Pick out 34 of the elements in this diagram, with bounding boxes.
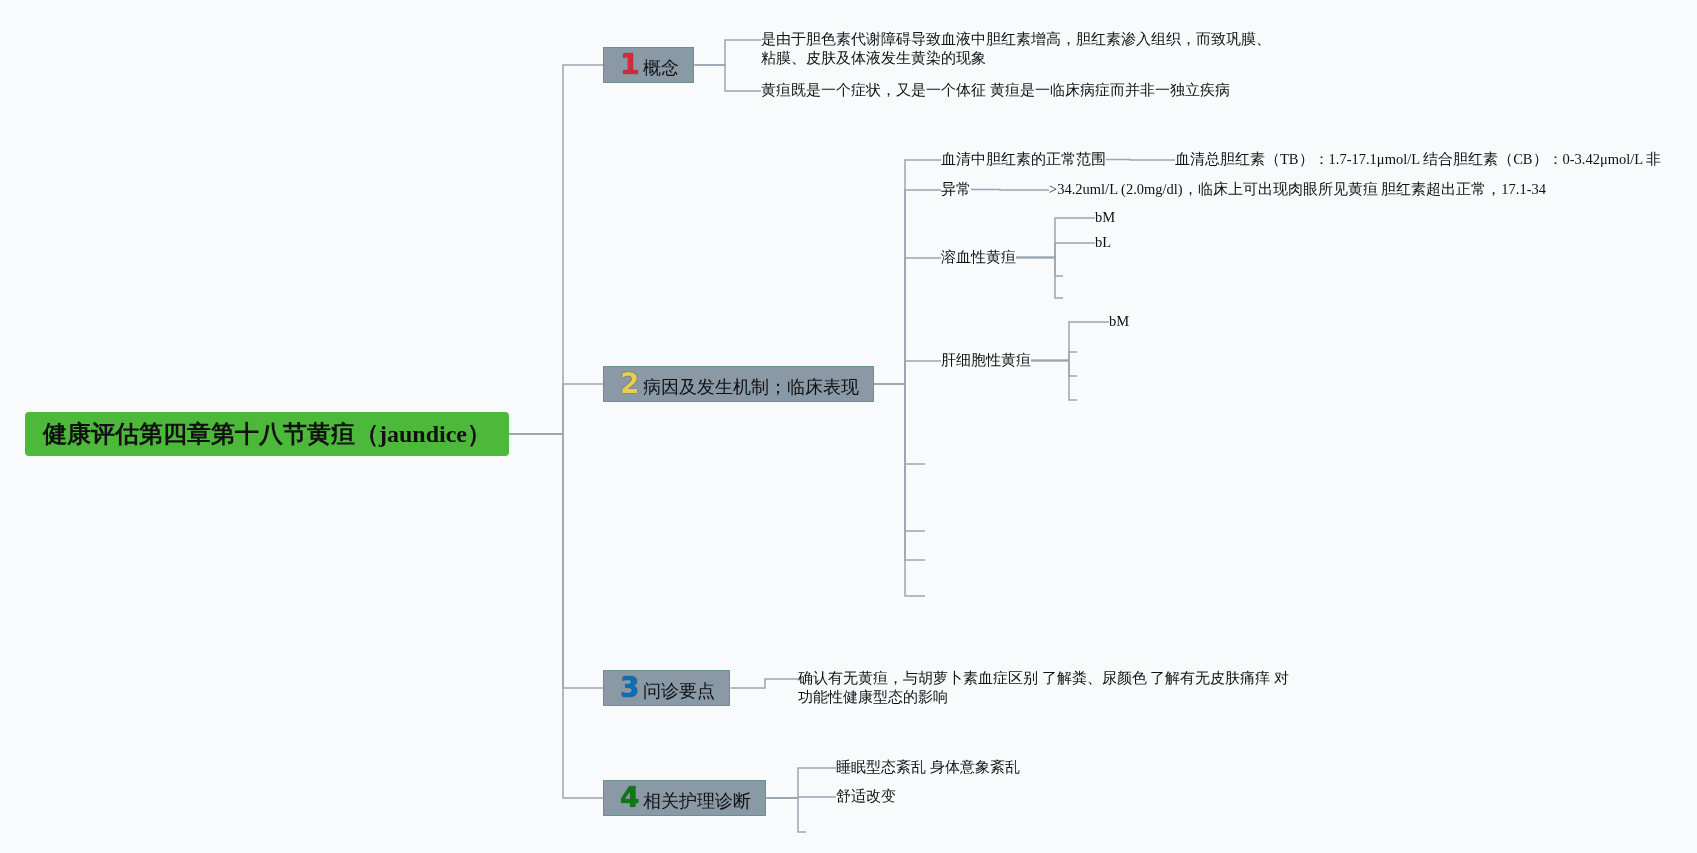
- connector-line: [729, 678, 799, 689]
- branch-text: >34.2uml/L (2.0mg/dl)，临床上可出现肉眼所见黄疸 胆红素超出正常，17.1-34: [1049, 180, 1547, 199]
- connector-line: [1105, 158, 1176, 161]
- topic-label: 问诊要点: [643, 680, 716, 701]
- branch-text: bL: [1095, 233, 1112, 252]
- branch-text: 是由于胆色素代谢障碍导致血液中胆红素增高，胆红素渗入组织，而致巩膜、粘膜、皮肤及体液发生黄染的现象: [761, 30, 1281, 68]
- number-marker: 1: [620, 48, 640, 81]
- branch-text: 血清中胆红素的正常范围: [941, 150, 1106, 169]
- number-marker: 4: [620, 781, 640, 814]
- topic-label: 相关护理诊断: [643, 790, 752, 811]
- connector-line: [1030, 359, 1078, 401]
- topic-box: [603, 780, 767, 816]
- branch-text: 肝细胞性黄疸: [941, 351, 1031, 370]
- branch-text: 溶血性黄疸: [941, 248, 1016, 267]
- topic-box: [603, 47, 695, 83]
- branch-text: 舒适改变: [836, 787, 896, 806]
- topic-box: [603, 670, 731, 706]
- number-marker: 2: [620, 367, 640, 400]
- topic-label: 概念: [643, 57, 680, 78]
- connector-line: [1015, 256, 1064, 299]
- branch-text: 确认有无黄疸，与胡萝卜素血症区别 了解粪、尿颜色 了解有无皮肤痛痒 对功能性健康型态的影响: [798, 669, 1303, 707]
- branch-text: 睡眠型态紊乱 身体意象紊乱: [836, 758, 1020, 777]
- topic-box: [603, 366, 875, 402]
- number-marker: 3: [620, 671, 640, 704]
- branch-text: 黄疸既是一个症状，又是一个体征 黄疸是一临床病症而并非一独立疾病: [761, 81, 1230, 100]
- topic-label: 病因及发生机制；临床表现: [643, 376, 860, 397]
- connector-line: [970, 188, 1050, 191]
- branch-text: bM: [1109, 312, 1130, 331]
- connector-line: [693, 64, 762, 92]
- central-topic: 健康评估第四章第十八节黄疸（jaundice）: [25, 412, 509, 456]
- branch-text: 血清总胆红素（TB）：1.7-17.1μmol/L 结合胆红素（CB）：0-3.42μmol/L 非: [1175, 150, 1662, 169]
- branch-text: 异常: [941, 180, 971, 199]
- connector-line: [873, 383, 926, 597]
- branch-text: bM: [1095, 208, 1116, 227]
